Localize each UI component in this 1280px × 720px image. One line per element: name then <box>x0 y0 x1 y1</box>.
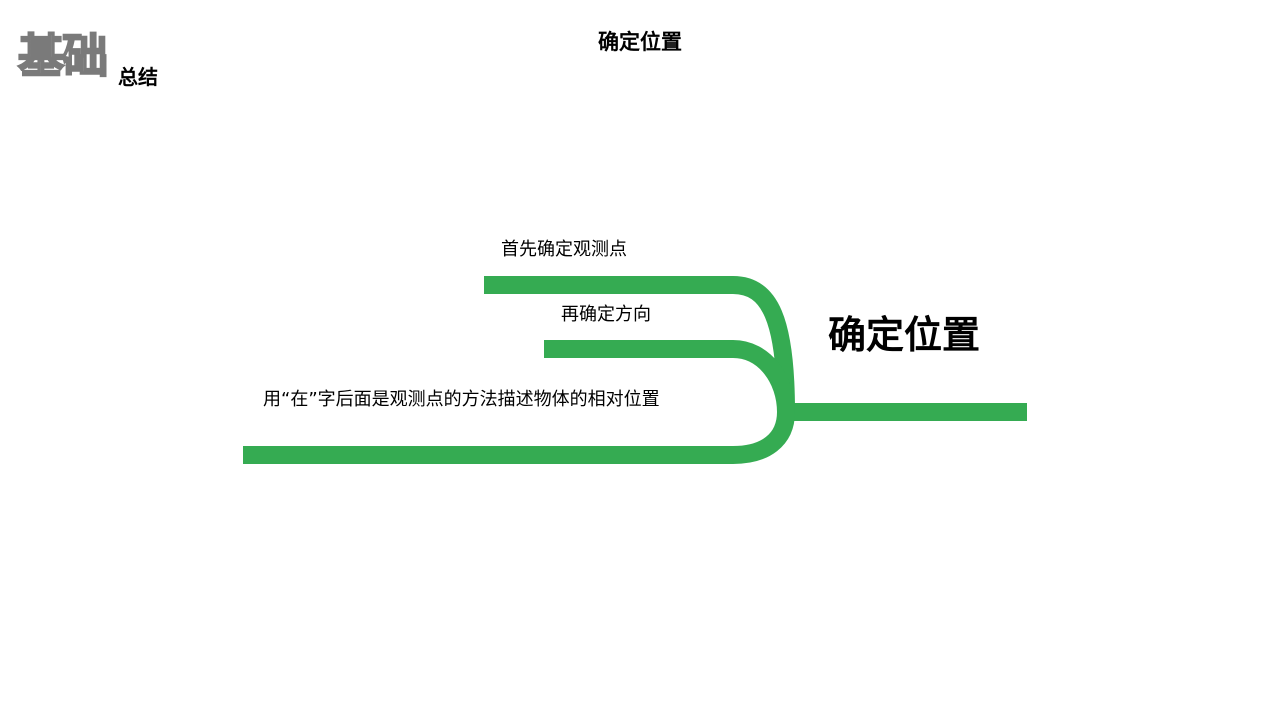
logo-big-text: 基础 <box>17 29 109 83</box>
branch-line-2 <box>544 340 795 413</box>
branch-label-3: 用“在”字后面是观测点的方法描述物体的相对位置 <box>263 389 660 410</box>
branch-label-1: 首先确定观测点 <box>501 239 627 260</box>
page-title: 确定位置 <box>598 30 682 54</box>
logo-small-text: 总结 <box>118 65 158 89</box>
branch-label-2: 再确定方向 <box>561 304 651 325</box>
logo: 基础 总结 <box>17 29 178 100</box>
branch-line-3 <box>243 411 795 464</box>
central-topic: 确定位置 <box>828 313 981 357</box>
